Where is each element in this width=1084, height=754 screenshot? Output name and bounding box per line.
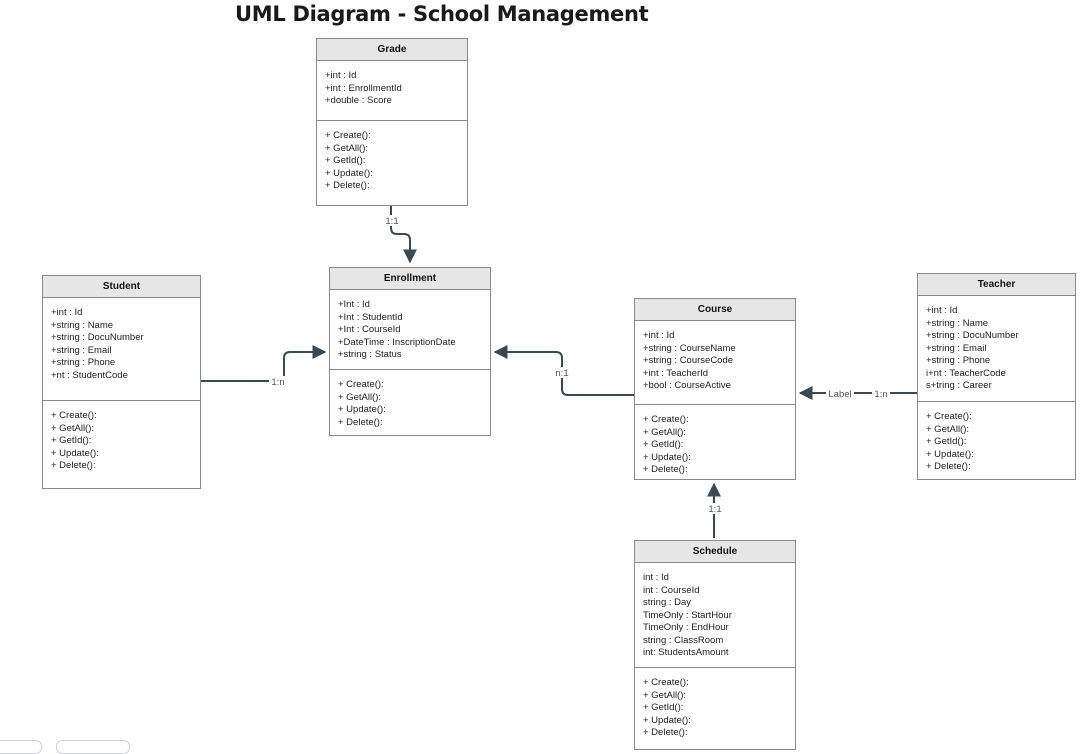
member-line: + Create(): [325, 130, 371, 141]
member-line: + Delete(): [338, 416, 383, 428]
class-name: Grade [317, 39, 467, 61]
member-line: +int : Id [926, 305, 958, 316]
member-line: string : Day [643, 597, 692, 608]
member-line: +string : Phone [926, 355, 991, 366]
connector-student-enrollment [200, 345, 327, 382]
member-line: int: StudentsAmount [643, 647, 729, 658]
methods-section: + Create():+ GetAll():+ GetId():+ Update… [317, 121, 467, 199]
member-line: + Update(): [926, 448, 974, 460]
member-line: string : ClassRoom [643, 634, 724, 646]
member-line: + GetAll(): [338, 391, 382, 403]
class-name: Student [43, 276, 200, 298]
class-enrollment[interactable]: Enrollment +Int : Id+Int : StudentId+Int… [329, 267, 491, 436]
member-line: + Update(): [643, 714, 691, 726]
class-grade[interactable]: Grade +int : Id+int : EnrollmentId+doubl… [316, 38, 468, 206]
member-line: + GetId(): [325, 155, 366, 166]
member-line: +Int : CourseId [338, 324, 401, 335]
member-line: + Delete(): [51, 460, 96, 471]
attributes-section: +int : Id+int : EnrollmentId+double : Sc… [317, 61, 467, 121]
methods-section: + Create():+ GetAll():+ GetId():+ Update… [43, 401, 200, 479]
member-line: +string : Name [926, 317, 989, 329]
attributes-section: +int : Id+string : CourseName+string : C… [635, 321, 795, 405]
class-name: Course [635, 299, 795, 321]
member-line: + Update(): [338, 404, 386, 415]
member-line: + Delete(): [643, 727, 688, 738]
member-line: TimeOnly : EndHour [643, 622, 729, 633]
diagram-title: UML Diagram - School Management [235, 2, 649, 26]
attributes-section: +int : Id+string : Name+string : DocuNum… [43, 298, 200, 401]
member-line: +string : Email [926, 342, 987, 354]
member-line: +bool : CourseActive [643, 380, 731, 391]
member-line: + Create(): [926, 411, 972, 422]
page-tab[interactable] [56, 740, 130, 754]
member-line: TimeOnly : StartHour [643, 609, 732, 621]
member-line: +int : EnrollmentId [325, 82, 402, 94]
member-line: +double : Score [325, 95, 392, 106]
member-line: s+tring : Career [926, 380, 992, 391]
class-teacher[interactable]: Teacher +int : Id+string : Name+string :… [917, 273, 1076, 480]
label-student-enrollment: 1:n [271, 377, 284, 388]
member-line: + Delete(): [643, 464, 688, 475]
member-line: + Create(): [643, 414, 689, 425]
member-line: + Delete(): [325, 180, 370, 191]
member-line: + Create(): [643, 677, 689, 688]
member-line: + GetAll(): [325, 142, 369, 154]
member-line: +nt : StudentCode [51, 369, 128, 381]
attributes-section: +Int : Id+Int : StudentId+Int : CourseId… [330, 290, 490, 370]
member-line: + Create(): [51, 410, 97, 421]
member-line: int : CourseId [643, 584, 700, 596]
member-line: + GetAll(): [643, 689, 687, 701]
methods-section: + Create():+ GetAll():+ GetId():+ Update… [635, 668, 795, 746]
class-course[interactable]: Course +int : Id+string : CourseName+str… [634, 298, 796, 480]
member-line: +DateTime : InscriptionDate [338, 336, 456, 348]
member-line: + GetAll(): [926, 423, 970, 435]
member-line: + GetId(): [926, 436, 967, 447]
connector-grade-enrollment [390, 206, 417, 264]
member-line: + Update(): [51, 447, 99, 459]
page-tab[interactable] [0, 740, 42, 754]
label-course-enrollment: n:1 [555, 368, 568, 379]
member-line: +int : Id [51, 307, 83, 318]
attributes-section: +int : Id+string : Name+string : DocuNum… [918, 296, 1075, 402]
member-line: +Int : Id [338, 299, 370, 310]
member-line: + Update(): [643, 451, 691, 463]
member-line: i+nt : TeacherCode [926, 367, 1006, 379]
class-name: Teacher [918, 274, 1075, 296]
member-line: + Delete(): [926, 461, 971, 472]
label-schedule-course: 1:1 [708, 504, 721, 515]
member-line: +string : Name [51, 319, 114, 331]
member-line: +string : Phone [51, 357, 116, 368]
methods-section: + Create():+ GetAll():+ GetId():+ Update… [918, 402, 1075, 480]
member-line: +string : CourseCode [643, 355, 734, 366]
class-name: Schedule [635, 541, 795, 563]
member-line: +int : Id [325, 70, 357, 81]
class-student[interactable]: Student +int : Id+string : Name+string :… [42, 275, 201, 489]
member-line: +Int : StudentId [338, 311, 403, 323]
member-line: + Create(): [338, 379, 384, 390]
member-line: +string : CourseName [643, 342, 736, 354]
member-line: + GetAll(): [51, 422, 95, 434]
member-line: +string : Status [338, 349, 402, 360]
member-line: +int : Id [643, 330, 675, 341]
member-line: + GetId(): [643, 702, 684, 713]
label-teacher-course-name: Label [828, 389, 851, 400]
member-line: + Update(): [325, 167, 373, 179]
member-line: +string : Email [51, 344, 112, 356]
member-line: +string : DocuNumber [51, 332, 144, 343]
member-line: +int : TeacherId [643, 367, 709, 379]
methods-section: + Create():+ GetAll():+ GetId():+ Update… [635, 405, 795, 483]
member-line: int : Id [643, 572, 669, 583]
member-line: + GetAll(): [643, 426, 687, 438]
member-line: + GetId(): [643, 439, 684, 450]
member-line: +string : DocuNumber [926, 330, 1019, 341]
label-grade-enrollment: 1:1 [385, 216, 398, 227]
label-teacher-course: 1:n [874, 389, 887, 400]
methods-section: + Create():+ GetAll():+ Update():+ Delet… [330, 370, 490, 435]
class-name: Enrollment [330, 268, 490, 290]
member-line: + GetId(): [51, 435, 92, 446]
